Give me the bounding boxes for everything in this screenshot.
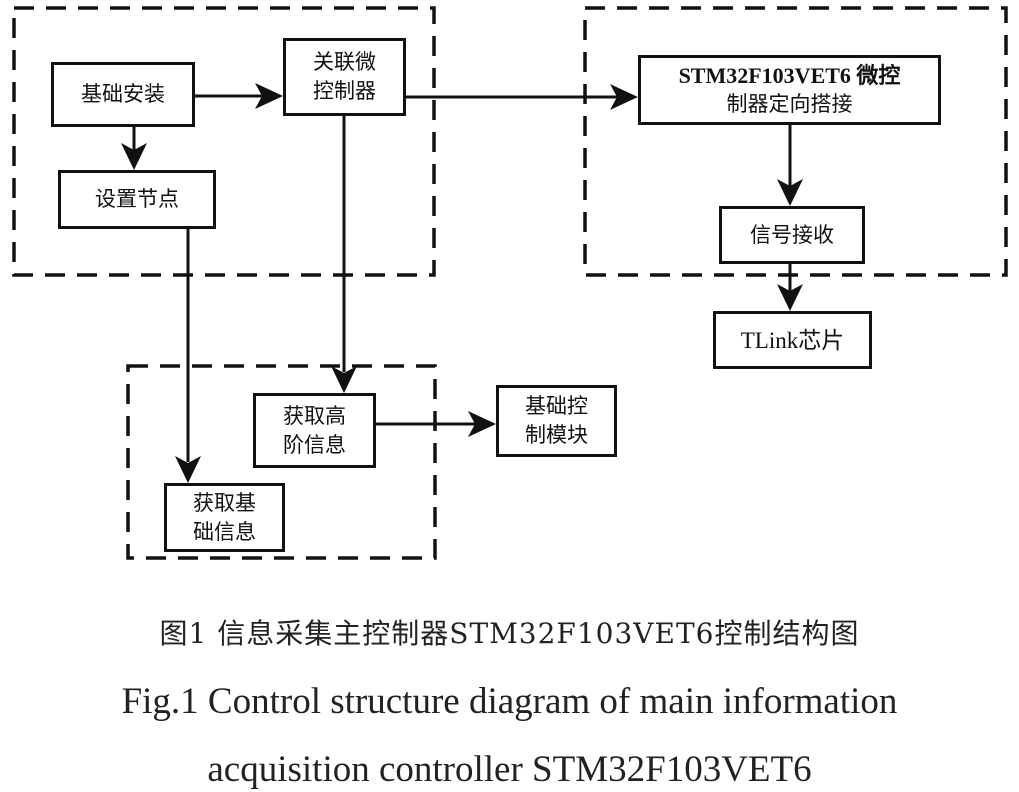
arrowhead-icon bbox=[331, 366, 357, 393]
node-label-line1: 获取基 bbox=[193, 490, 256, 515]
figure-caption-chinese: 图1 信息采集主控制器STM32F103VET6控制结构图 bbox=[159, 617, 860, 650]
node-basic-control: 基础控 制模块 bbox=[496, 385, 617, 457]
node-label-line1: 关联微 bbox=[313, 50, 376, 74]
figure-caption-english-line2: acquisition controller STM32F103VET6 bbox=[207, 749, 812, 790]
node-label-line1: 获取高 bbox=[283, 403, 346, 428]
group-installation bbox=[12, 6, 436, 277]
node-label: 基础安装 bbox=[81, 82, 165, 106]
node-label: 信号接收 bbox=[750, 222, 834, 247]
node-tlink-chip: TLink芯片 bbox=[713, 311, 872, 369]
figure-caption-english-line1: Fig.1 Control structure diagram of main … bbox=[121, 681, 898, 722]
node-stm32-mcu: STM32F103VET6 微控 制器定向搭接 bbox=[638, 55, 941, 125]
arrowhead-icon bbox=[610, 84, 638, 110]
node-label-line1: STM32F103VET6 微控 bbox=[678, 63, 901, 88]
arrowhead-icon bbox=[468, 411, 496, 437]
node-assoc-mcu: 关联微 控制器 bbox=[283, 38, 406, 116]
node-basic-install: 基础安装 bbox=[51, 62, 195, 127]
node-set-nodes: 设置节点 bbox=[58, 170, 216, 229]
node-get-high-info: 获取高 阶信息 bbox=[253, 393, 376, 468]
node-label-line2: 制模块 bbox=[525, 423, 588, 447]
node-label: 设置节点 bbox=[95, 187, 179, 211]
node-label: TLink芯片 bbox=[740, 327, 845, 353]
diagram-canvas bbox=[12, 6, 1008, 560]
arrowhead-icon bbox=[255, 83, 283, 109]
arrowhead-icon bbox=[777, 179, 803, 206]
node-label-line2: 阶信息 bbox=[283, 432, 346, 457]
node-label-line2: 制器定向搭接 bbox=[726, 92, 853, 116]
node-label-line2: 控制器 bbox=[313, 79, 376, 103]
node-get-basic-info: 获取基 础信息 bbox=[164, 483, 285, 552]
arrowhead-icon bbox=[175, 456, 201, 483]
node-label-line1: 基础控 bbox=[525, 394, 588, 418]
group-stm32 bbox=[583, 6, 1008, 277]
arrowhead-icon bbox=[777, 284, 803, 311]
arrowhead-icon bbox=[121, 143, 147, 170]
node-signal-receive: 信号接收 bbox=[719, 206, 865, 264]
group-acquisition bbox=[126, 364, 437, 560]
node-label-line2: 础信息 bbox=[193, 519, 256, 544]
